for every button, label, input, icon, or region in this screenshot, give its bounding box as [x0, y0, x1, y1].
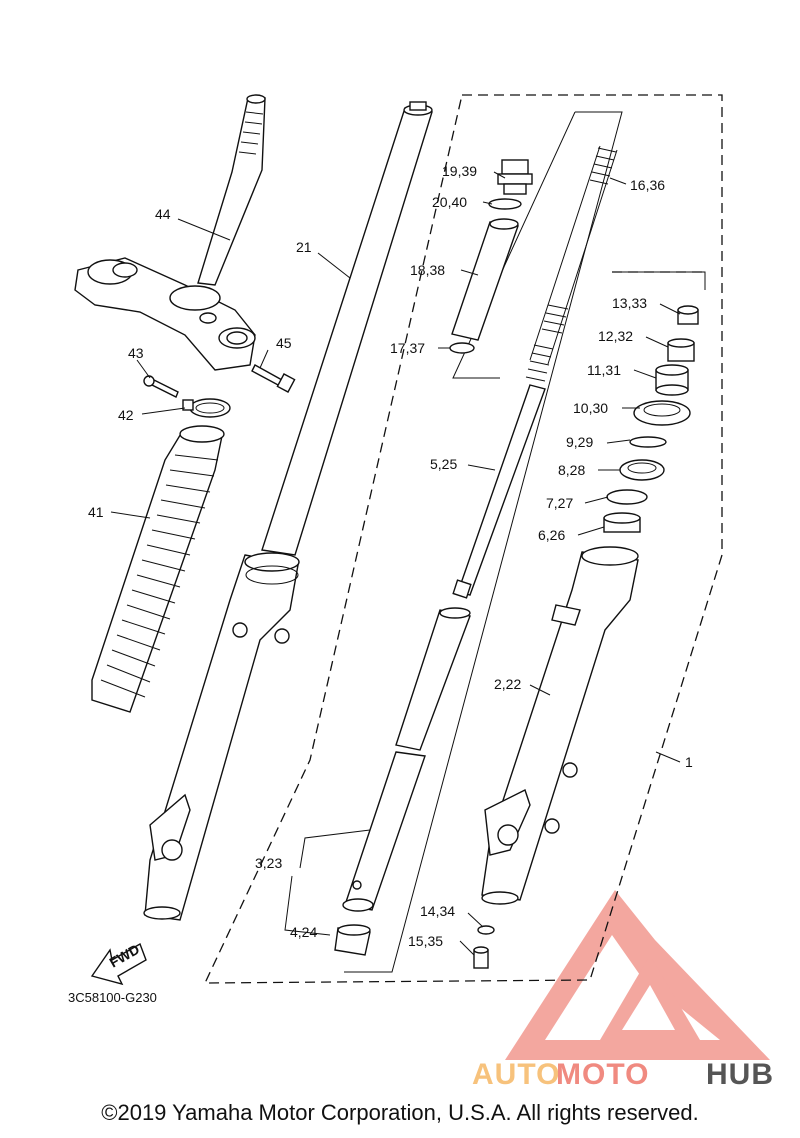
- damper-rod: [452, 344, 554, 599]
- callout-44: 44: [155, 206, 171, 222]
- callout-45: 45: [276, 335, 292, 351]
- dust-seal-cap: [677, 305, 699, 325]
- callout-4-24: 4,24: [290, 924, 317, 940]
- callout-42: 42: [118, 407, 134, 423]
- callout-21: 21: [296, 239, 312, 255]
- spring-seat-washer: [449, 342, 475, 354]
- damper-kit-box-top: [344, 111, 623, 973]
- callout-3-23: 3,23: [255, 855, 282, 871]
- callout-1: 1: [685, 754, 693, 770]
- callout-12-32: 12,32: [598, 328, 633, 344]
- watermark-moto: MOTO: [556, 1058, 650, 1091]
- inner-tube: [261, 101, 433, 556]
- fork-spring: [529, 145, 618, 365]
- callout-17-37: 17,37: [390, 340, 425, 356]
- callout-20-40: 20,40: [432, 194, 467, 210]
- callout-labels: 44 21 45 43 42 41 19,39 20,40 18,38 17,3…: [88, 163, 693, 949]
- bushing-11: [655, 364, 689, 396]
- damper-cylinder: [342, 607, 471, 912]
- callout-18-38: 18,38: [410, 262, 445, 278]
- damper-kit-box: [452, 111, 576, 379]
- oil-lock-piece: [334, 924, 371, 956]
- callout-10-30: 10,30: [573, 400, 608, 416]
- callout-15-35: 15,35: [408, 933, 443, 949]
- callout-16-36: 16,36: [630, 177, 665, 193]
- under-bracket: [74, 257, 256, 371]
- bushing-12: [667, 338, 695, 362]
- fork-assembly-boundary: [203, 94, 723, 984]
- o-ring: [488, 198, 522, 210]
- watermark-auto: AUTO: [472, 1058, 561, 1091]
- damper-bolt: [473, 946, 489, 969]
- fwd-arrow: FWD: [90, 941, 147, 986]
- pinch-bolt-45: [251, 364, 296, 393]
- callout-7-27: 7,27: [546, 495, 573, 511]
- callout-13-33: 13,33: [612, 295, 647, 311]
- band-clamp-42: [182, 398, 231, 418]
- spacer-pipe: [451, 218, 519, 341]
- seal-kit-box: [612, 271, 706, 290]
- callout-8-28: 8,28: [558, 462, 585, 478]
- callout-9-29: 9,29: [566, 434, 593, 450]
- cap-bolt: [497, 159, 533, 195]
- callout-43: 43: [128, 345, 144, 361]
- slide-metal: [603, 512, 641, 533]
- dust-seal: [633, 400, 691, 426]
- screw-43: [143, 375, 179, 398]
- callout-5-25: 5,25: [430, 456, 457, 472]
- outer-tube-left: [143, 552, 300, 921]
- front-fork-exploded-diagram: FWD 44 21 45 43 42 41: [68, 94, 770, 1060]
- outer-tube-right: [481, 546, 639, 905]
- callout-19-39: 19,39: [442, 163, 477, 179]
- copyright-notice: ©2019 Yamaha Motor Corporation, U.S.A. A…: [101, 1100, 699, 1125]
- retaining-clip: [629, 436, 667, 448]
- oil-seal: [619, 459, 665, 481]
- steering-stem: [197, 94, 266, 286]
- washer-7: [606, 489, 648, 505]
- callout-41: 41: [88, 504, 104, 520]
- fork-boot: [91, 425, 225, 713]
- watermark-hub: HUB: [706, 1058, 774, 1091]
- callout-2-22: 2,22: [494, 676, 521, 692]
- leader-lines: [110, 171, 681, 956]
- diagram-code: 3C58100-G230: [68, 990, 157, 1005]
- callout-14-34: 14,34: [420, 903, 455, 919]
- copper-washer: [477, 925, 495, 935]
- callout-6-26: 6,26: [538, 527, 565, 543]
- automotohub-logo-mark: [505, 890, 770, 1060]
- callout-11-31: 11,31: [587, 362, 621, 378]
